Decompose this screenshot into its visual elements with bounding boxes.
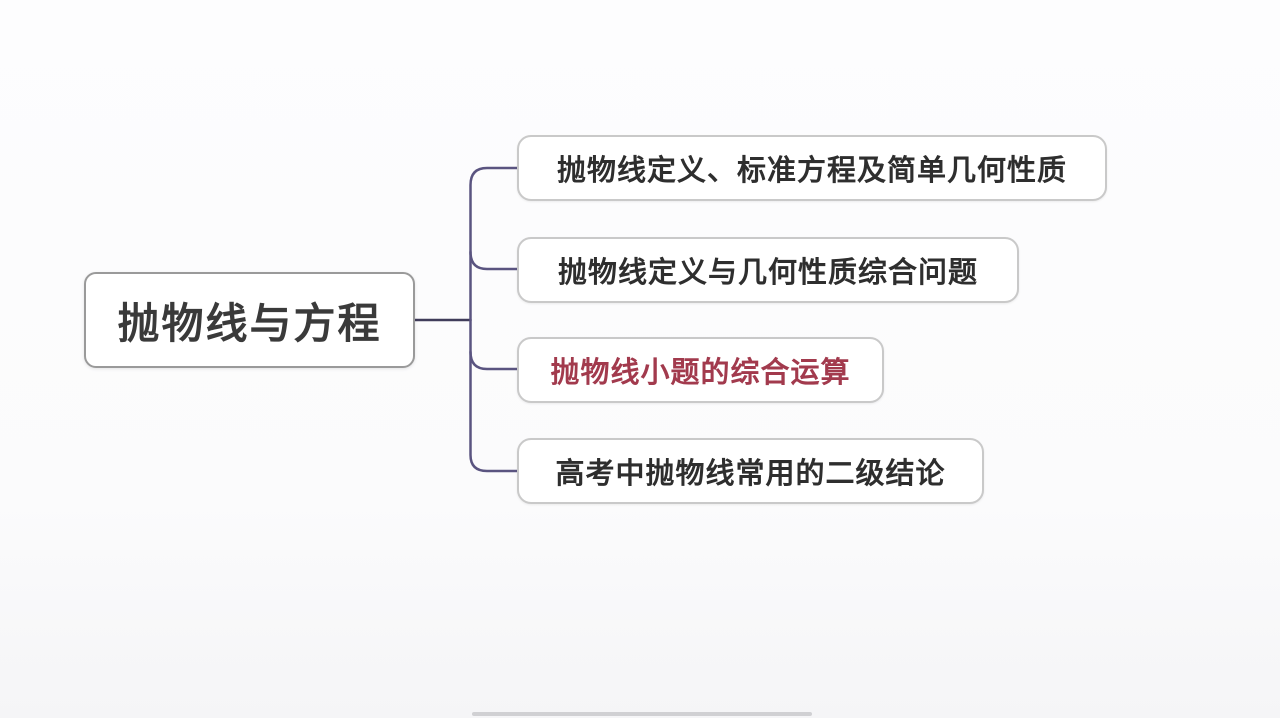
root-node-label: 抛物线与方程	[117, 299, 382, 347]
mindmap-child-node-2[interactable]: 抛物线定义与几何性质综合问题	[517, 237, 1019, 303]
child-node-label: 抛物线定义与几何性质综合问题	[557, 257, 978, 289]
mindmap-child-node-3-highlighted[interactable]: 抛物线小题的综合运算	[517, 337, 884, 403]
horizontal-scrollbar-thumb[interactable]	[472, 712, 812, 716]
mindmap-child-node-4[interactable]: 高考中抛物线常用的二级结论	[517, 438, 984, 504]
branch-connector-line-3	[469, 350, 519, 371]
trunk-connector-line	[469, 166, 519, 473]
mindmap-root-node[interactable]: 抛物线与方程	[84, 272, 415, 368]
child-node-label: 抛物线小题的综合运算	[550, 357, 851, 389]
child-node-label: 抛物线定义、标准方程及简单几何性质	[556, 155, 1067, 187]
child-node-label: 高考中抛物线常用的二级结论	[555, 458, 946, 490]
mindmap-child-node-1[interactable]: 抛物线定义、标准方程及简单几何性质	[517, 135, 1107, 201]
branch-connector-line-2	[469, 250, 519, 271]
